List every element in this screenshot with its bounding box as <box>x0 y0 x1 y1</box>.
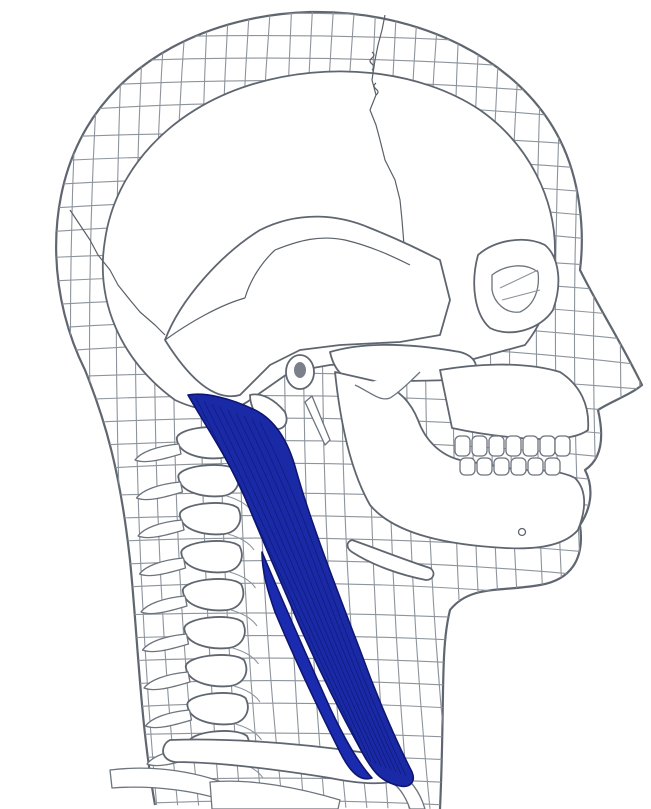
upper-tooth <box>555 436 570 456</box>
upper-tooth <box>523 436 538 456</box>
lower-tooth <box>494 458 509 475</box>
upper-tooth <box>506 436 521 456</box>
lower-tooth <box>511 458 526 475</box>
lower-tooth <box>460 458 475 475</box>
upper-tooth <box>540 436 555 456</box>
lower-tooth <box>477 458 492 475</box>
upper-tooth <box>489 436 504 456</box>
lower-tooth <box>528 458 543 475</box>
ear-canal <box>286 355 314 389</box>
orbit <box>474 240 558 333</box>
upper-tooth <box>455 436 470 456</box>
lower-tooth <box>545 458 560 475</box>
maxilla <box>440 365 588 439</box>
upper-tooth <box>472 436 487 456</box>
